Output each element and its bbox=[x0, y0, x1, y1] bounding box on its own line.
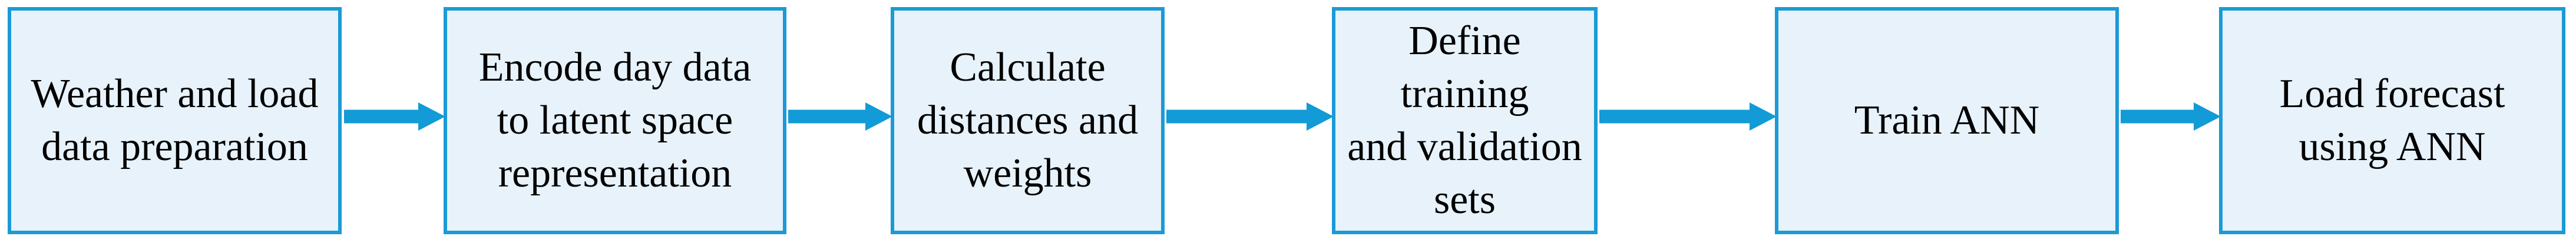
arrow-right-icon bbox=[1599, 102, 1777, 131]
flow-node-6[interactable]: Load forecast using ANN bbox=[2219, 7, 2565, 234]
flow-arrow-3 bbox=[1166, 102, 1334, 131]
arrow-right-icon bbox=[788, 102, 892, 131]
arrow-right-icon bbox=[2121, 102, 2221, 131]
flow-node-label-2: Encode day data to latent space represen… bbox=[478, 45, 752, 196]
flow-node-3[interactable]: Calculate distances and weights bbox=[891, 7, 1165, 234]
flow-arrow-5 bbox=[2121, 102, 2221, 131]
flow-node-5[interactable]: Train ANN bbox=[1775, 7, 2119, 234]
arrow-right-icon bbox=[344, 102, 445, 131]
flow-node-2[interactable]: Encode day data to latent space represen… bbox=[444, 7, 786, 234]
flow-node-label-3: Calculate distances and weights bbox=[917, 45, 1139, 196]
flow-node-label-5: Train ANN bbox=[1854, 98, 2040, 143]
flow-arrow-4 bbox=[1599, 102, 1777, 131]
arrow-right-icon bbox=[1166, 102, 1334, 131]
flow-arrow-1 bbox=[344, 102, 445, 131]
flow-arrow-2 bbox=[788, 102, 892, 131]
flow-node-label-1: Weather and load data preparation bbox=[31, 71, 319, 169]
flow-node-label-6: Load forecast using ANN bbox=[2279, 71, 2505, 169]
flow-node-4[interactable]: Define training and validation sets bbox=[1332, 7, 1598, 234]
flow-node-label-4: Define training and validation sets bbox=[1347, 18, 1582, 222]
flow-node-1[interactable]: Weather and load data preparation bbox=[8, 7, 342, 234]
